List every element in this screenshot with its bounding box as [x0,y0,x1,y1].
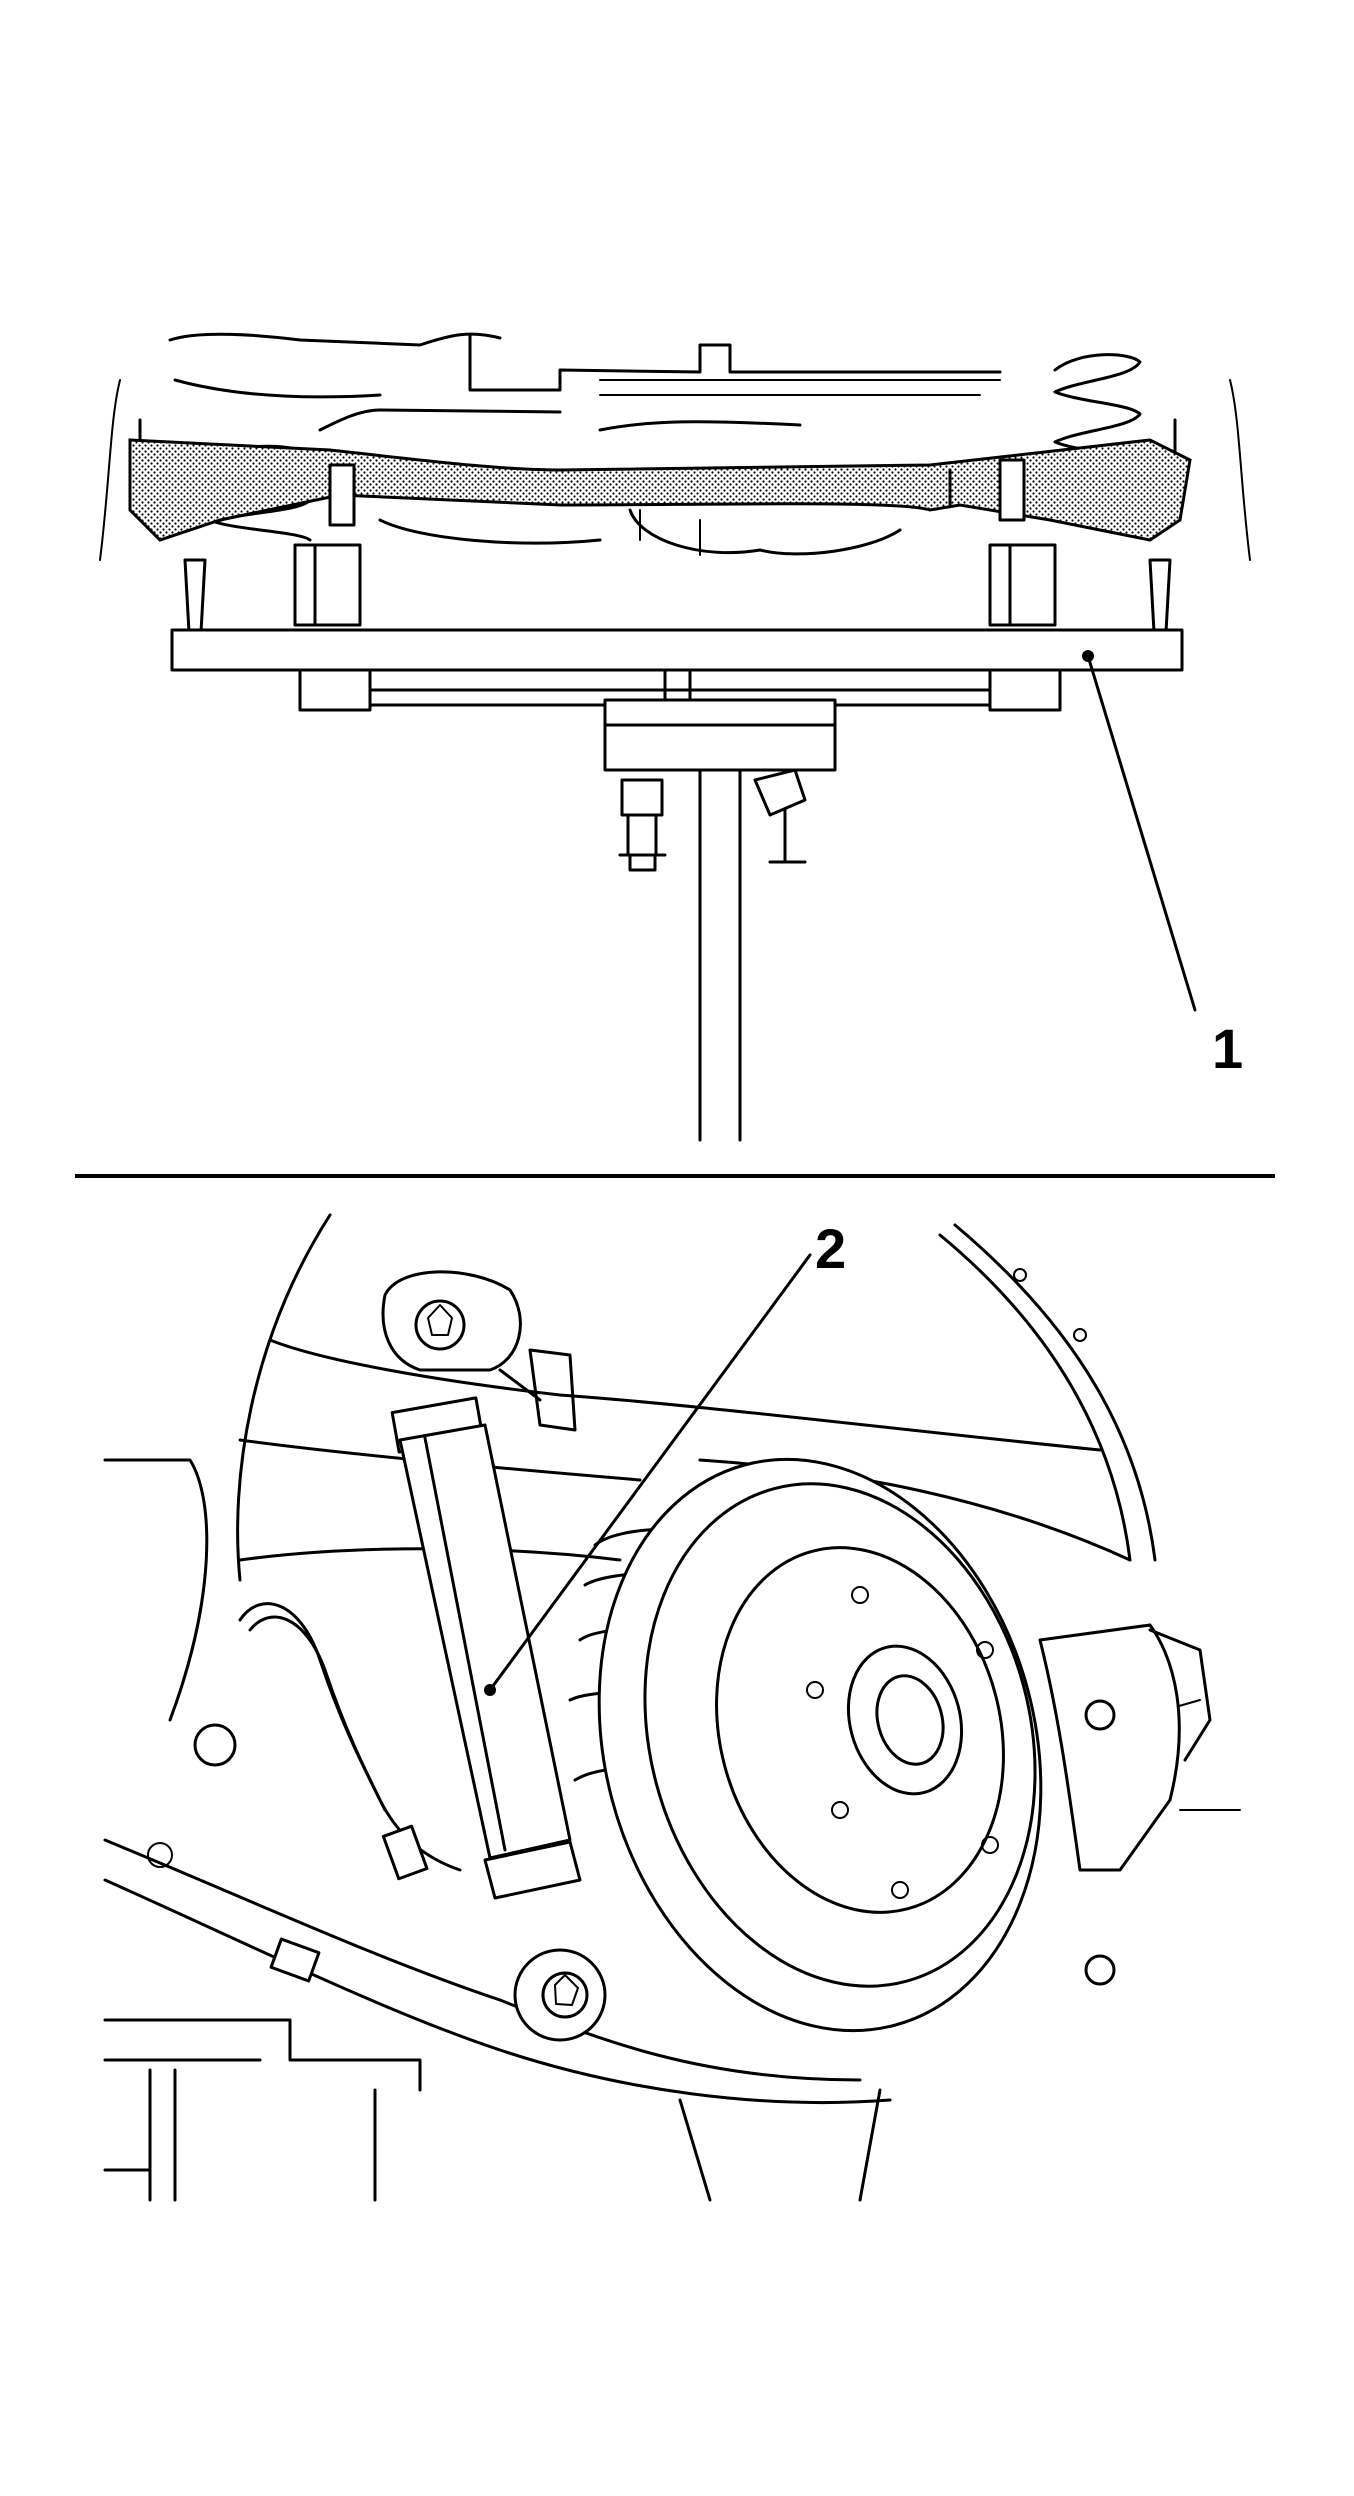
body-bolt [193,1723,237,1767]
lower-mount-bolt [541,1971,589,2019]
wheel-stud-hole [976,1641,994,1659]
rear-axle-beam [128,438,1192,542]
callout-1-label: 1 [1212,1017,1243,1080]
fixture-posts [183,458,1172,652]
shock-absorber [390,1396,607,2042]
jack-clamp-left [620,778,664,817]
callout-1-leader [1086,654,1197,1012]
upper-mount-bolt [414,1299,466,1351]
wheel-arch [236,1213,1157,1582]
brake-caliper [1038,1623,1212,1986]
abs-sensor-cable [147,1602,462,1983]
top-panel-axle-on-jack [99,332,1251,1142]
bottom-panel-shock-absorber [103,1213,1241,2202]
callout-2-label: 2 [815,1217,846,1280]
body-structure [103,1338,1241,2202]
wheel-stud-hole [806,1681,824,1699]
transmission-jack [603,668,837,1142]
jack-adapter-plate [170,628,1184,712]
wheel-stud-hole [981,1836,999,1854]
upper-shock-mount [381,1270,577,1432]
cable-clip [269,1937,321,1983]
brake-disc-assembly [597,1457,1043,2033]
jack-clamp-right [753,768,807,817]
callout-2-leader [488,1253,812,1692]
wheel-stud-hole [851,1586,869,1604]
wheel-stud-hole [891,1881,909,1899]
wheel-stud-hole [831,1801,849,1819]
brake-disc [597,1457,1043,2033]
